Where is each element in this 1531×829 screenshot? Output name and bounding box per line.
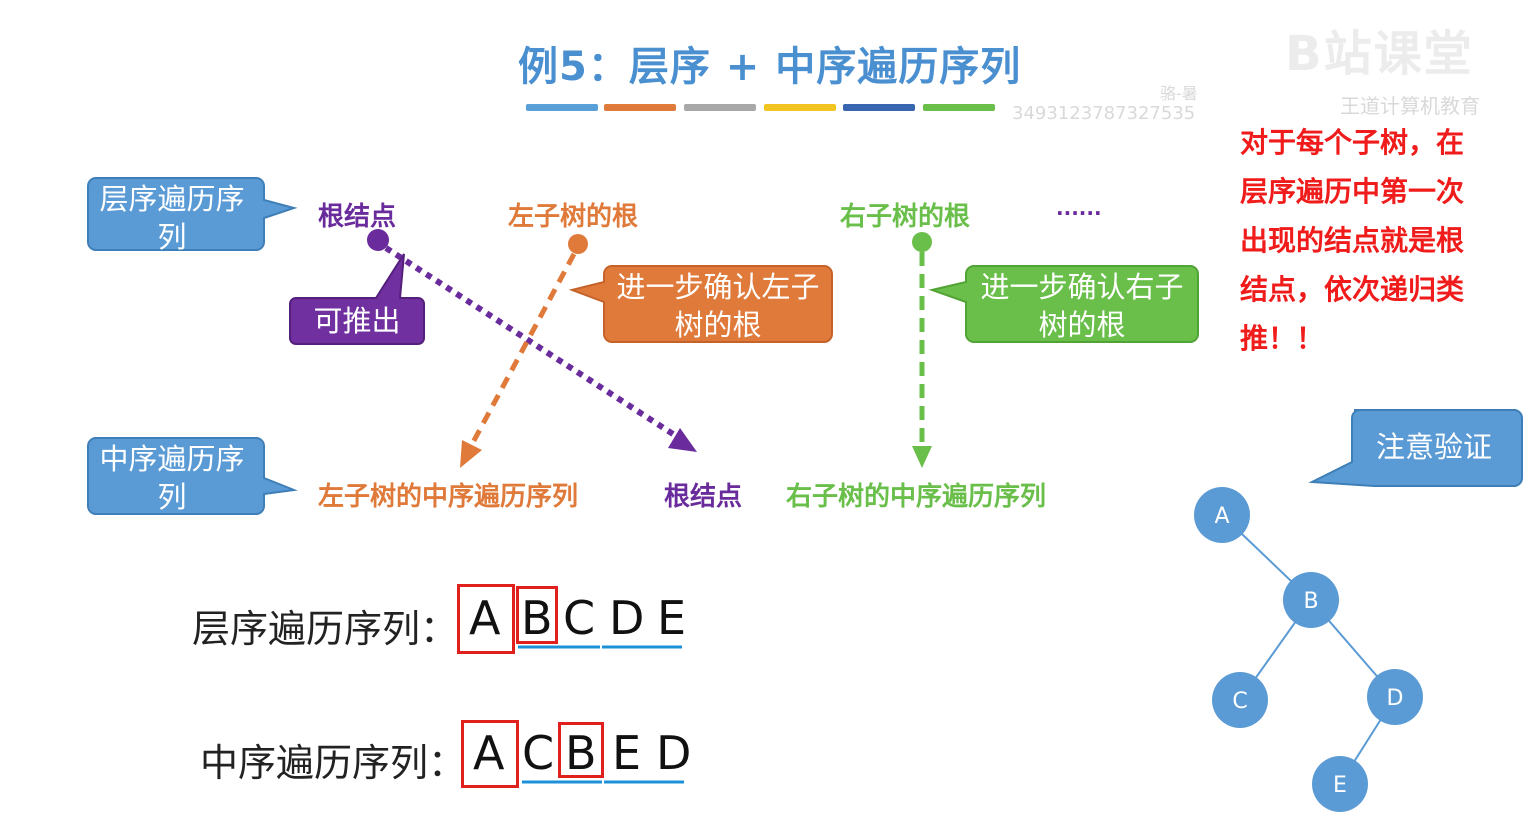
user-id-watermark: 3493123787327535 [1012, 103, 1196, 124]
green-arrow [912, 232, 932, 468]
level-right-root-label: 右子树的根 [840, 202, 971, 232]
tree-node [1283, 572, 1339, 628]
brand-watermark: 王道计算机教育 [1340, 94, 1480, 118]
explanation-note: 对于每个子树，在层序遍历中第一次出现的结点就是根结点，依次递归类推！！ [1240, 126, 1465, 355]
colorbar-segment [764, 104, 836, 111]
tree-node [1194, 487, 1250, 543]
tree-node-label: D [1387, 686, 1404, 711]
level-ellipsis: ...... [1056, 196, 1102, 220]
page-title: 例5：层序 + 中序遍历序列 [518, 44, 1022, 90]
inorder-letter: B [565, 726, 597, 780]
colorbar-segment [604, 104, 676, 111]
tree-edges [1221, 514, 1396, 785]
inorder-right-seq-label: 右子树的中序遍历序列 [786, 482, 1047, 512]
callout-verify: 注意验证 [1375, 430, 1492, 464]
level-sequence-label: 层序遍历序列： [192, 607, 459, 651]
tree-node-labels: A B C D E [1214, 504, 1403, 798]
level-letter: B [521, 591, 553, 645]
orange-arrow [460, 234, 588, 468]
brand-logo: B站课堂 [1285, 26, 1474, 82]
inorder-letter: A [473, 726, 505, 780]
inorder-letter: E [612, 726, 642, 780]
inorder-root-label: 根结点 [664, 482, 743, 512]
level-letter: D [609, 591, 645, 645]
tree-node-label: C [1232, 689, 1247, 714]
callout-can-deduce-shape [289, 253, 425, 345]
inorder-sequence-label: 中序遍历序列： [200, 741, 467, 785]
inorder-subroot-highlight [558, 722, 604, 778]
inorder-root-highlight [461, 720, 519, 788]
tree-node-label: B [1303, 589, 1318, 614]
level-letter: E [657, 591, 687, 645]
tree-node-label: E [1333, 773, 1347, 798]
callout-confirm-left-shape [568, 265, 833, 343]
inorder-letter: D [656, 726, 692, 780]
colorbar-segment [526, 104, 598, 111]
colorbar-segment [684, 104, 756, 111]
tree-nodes [1194, 487, 1423, 812]
colorbar-segment [843, 104, 915, 111]
level-letter: C [563, 591, 596, 645]
user-name-watermark: 骆-暑 [1160, 84, 1198, 103]
tree-node [1367, 669, 1423, 725]
callout-verify-shape [1308, 409, 1523, 487]
callout-confirm-right: 进一步确认右子树的根 [980, 270, 1184, 342]
callout-in-order: 中序遍历序列 [99, 442, 245, 514]
tree-node [1312, 756, 1368, 812]
tree-node-label: A [1214, 504, 1229, 529]
level-root-highlight [457, 584, 515, 654]
inorder-left-seq-label: 左子树的中序遍历序列 [318, 482, 579, 512]
inorder-letter: C [522, 726, 555, 780]
colorbar-segment [923, 104, 995, 111]
callout-confirm-right-shape [928, 265, 1199, 343]
tree-node [1212, 672, 1268, 728]
callout-in-order-shape [87, 437, 298, 515]
level-letter: A [469, 591, 501, 645]
callout-level-order-shape [87, 177, 298, 251]
purple-arrow [367, 229, 697, 452]
callout-level-order: 层序遍历序列 [99, 182, 245, 254]
level-left-root-label: 左子树的根 [508, 202, 639, 232]
callout-confirm-left: 进一步确认左子树的根 [616, 270, 820, 342]
callout-can-deduce: 可推出 [313, 304, 401, 338]
level-subroot-highlight [516, 586, 558, 644]
level-root-label: 根结点 [318, 202, 397, 232]
